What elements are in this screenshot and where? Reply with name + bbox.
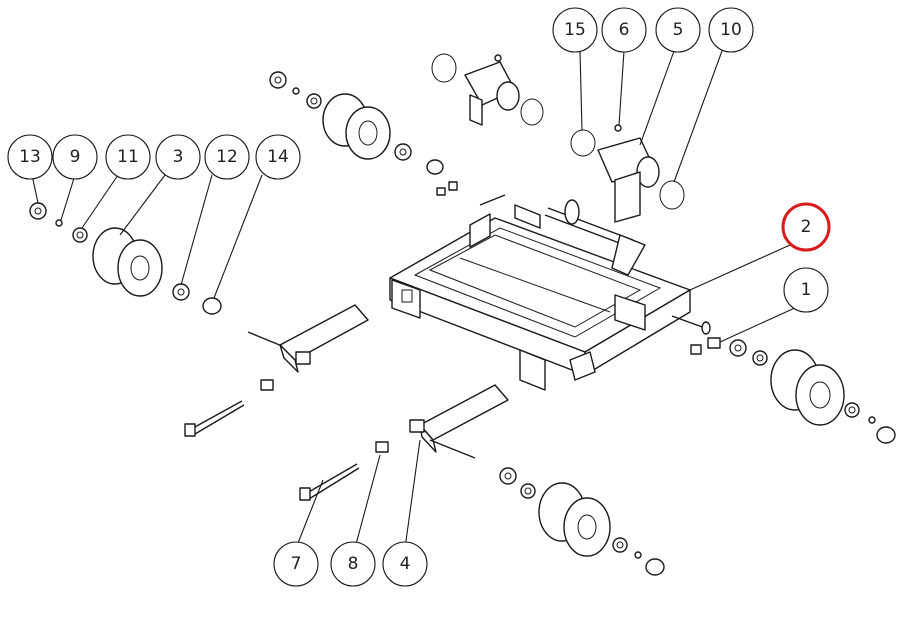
callout-14: 14 xyxy=(255,134,301,180)
callout-14-label: 14 xyxy=(267,147,289,167)
callout-12: 12 xyxy=(204,134,250,180)
callout-15-label: 15 xyxy=(564,20,586,40)
leader-lines xyxy=(31,50,798,549)
callout-4-label: 4 xyxy=(400,554,411,574)
callout-13-label: 13 xyxy=(19,147,41,167)
callout-12-label: 12 xyxy=(216,147,238,167)
callout-10-label: 10 xyxy=(720,20,742,40)
callout-9: 9 xyxy=(52,134,98,180)
left-wheel-assembly xyxy=(29,202,222,315)
callout-5: 5 xyxy=(655,7,701,53)
callout-4: 4 xyxy=(382,541,428,587)
callout-11-label: 11 xyxy=(117,147,139,167)
upper-sleeve-assembly xyxy=(431,53,685,223)
right-wheel-assembly xyxy=(690,337,896,444)
callout-1-label: 1 xyxy=(801,280,812,300)
callout-6-label: 6 xyxy=(619,20,630,40)
callout-5-label: 5 xyxy=(673,20,684,40)
callout-2-label: 2 xyxy=(801,217,812,237)
lower-arm-assembly xyxy=(299,384,665,576)
callout-13: 13 xyxy=(7,134,53,180)
left-arm-assembly xyxy=(184,304,369,437)
callout-3: 3 xyxy=(155,134,201,180)
callout-10: 10 xyxy=(708,7,754,53)
callout-8: 8 xyxy=(330,541,376,587)
callout-9-label: 9 xyxy=(70,147,81,167)
upper-left-wheel-assembly xyxy=(269,71,458,196)
main-frame xyxy=(389,194,711,391)
callout-7: 7 xyxy=(273,541,319,587)
callout-8-label: 8 xyxy=(348,554,359,574)
callout-6: 6 xyxy=(601,7,647,53)
callout-3-label: 3 xyxy=(173,147,184,167)
callout-1: 1 xyxy=(783,267,829,313)
callout-7-label: 7 xyxy=(291,554,302,574)
callout-2: 2 xyxy=(781,202,831,252)
callout-11: 11 xyxy=(105,134,151,180)
callout-15: 15 xyxy=(552,7,598,53)
